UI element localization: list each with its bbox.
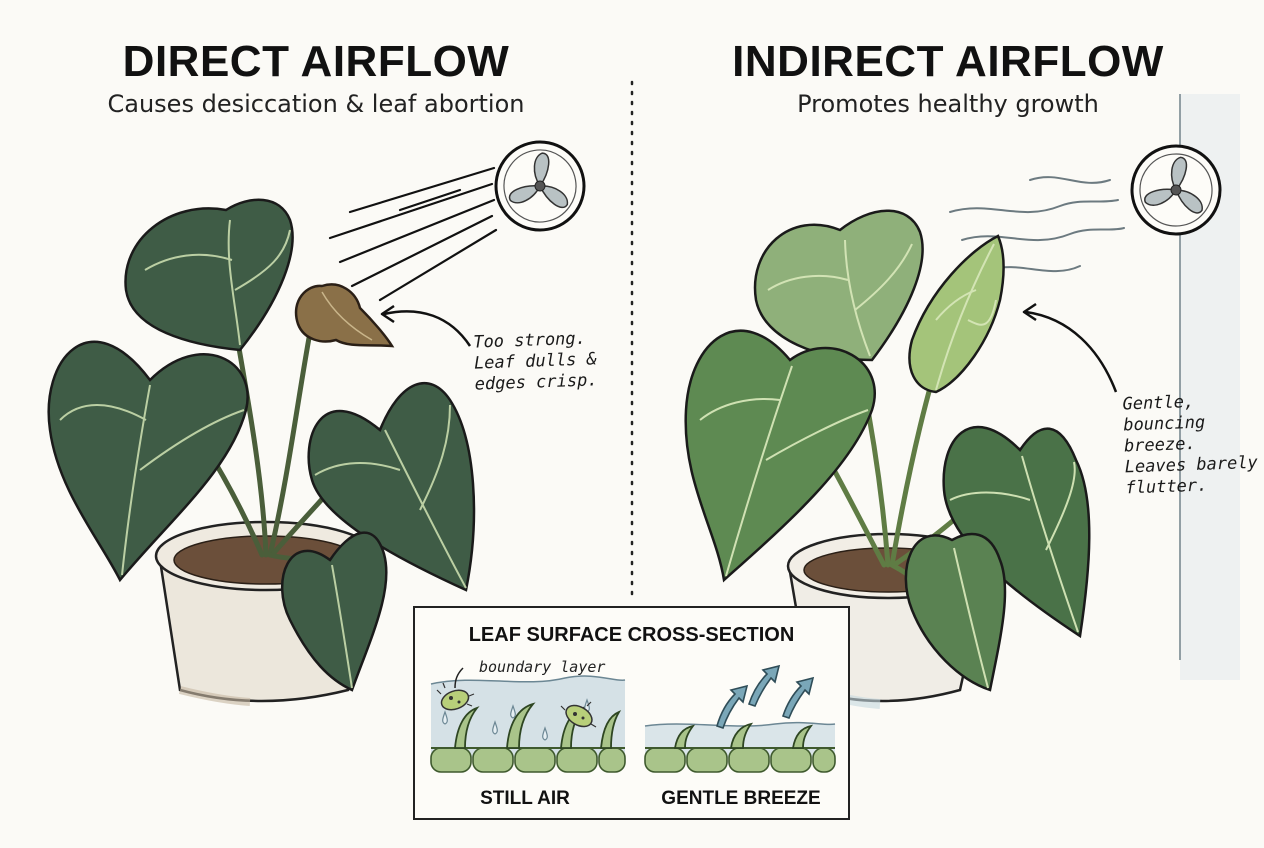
bacteria-icon — [560, 701, 597, 728]
inset-title: LEAF SURFACE CROSS-SECTION — [468, 624, 795, 646]
fan-icon — [487, 133, 593, 239]
bacteria-icon — [436, 682, 475, 711]
arrow-icon — [383, 310, 472, 347]
gentle-breeze-caption: GENTLE BREEZE — [661, 788, 821, 809]
cross-section-illustration — [430, 664, 836, 773]
indirect-airflow-note: Gentle, bouncing breeze. Leaves barely f… — [1122, 391, 1259, 499]
direct-airflow-lines — [328, 166, 498, 302]
indirect-airflow-subtitle: Promotes healthy growth — [797, 90, 1099, 118]
direct-airflow-title: DIRECT AIRFLOW — [122, 37, 510, 86]
up-arrow-icon — [716, 664, 815, 730]
still-air-caption: STILL AIR — [480, 788, 570, 809]
dying-leaf — [294, 283, 395, 348]
arrow-icon — [1025, 310, 1118, 393]
leaf-cross-section-inset: LEAF SURFACE CROSS-SECTION boundary laye… — [413, 606, 850, 820]
indirect-airflow-title: INDIRECT AIRFLOW — [732, 37, 1164, 86]
direct-airflow-note: Too strong. Leaf dulls & edges crisp. — [472, 328, 598, 395]
boundary-layer-label: boundary layer — [479, 658, 606, 676]
direct-airflow-subtitle: Causes desiccation & leaf abortion — [107, 90, 525, 118]
right-plant-leaves — [684, 209, 1091, 692]
left-plant-leaves — [47, 198, 476, 692]
